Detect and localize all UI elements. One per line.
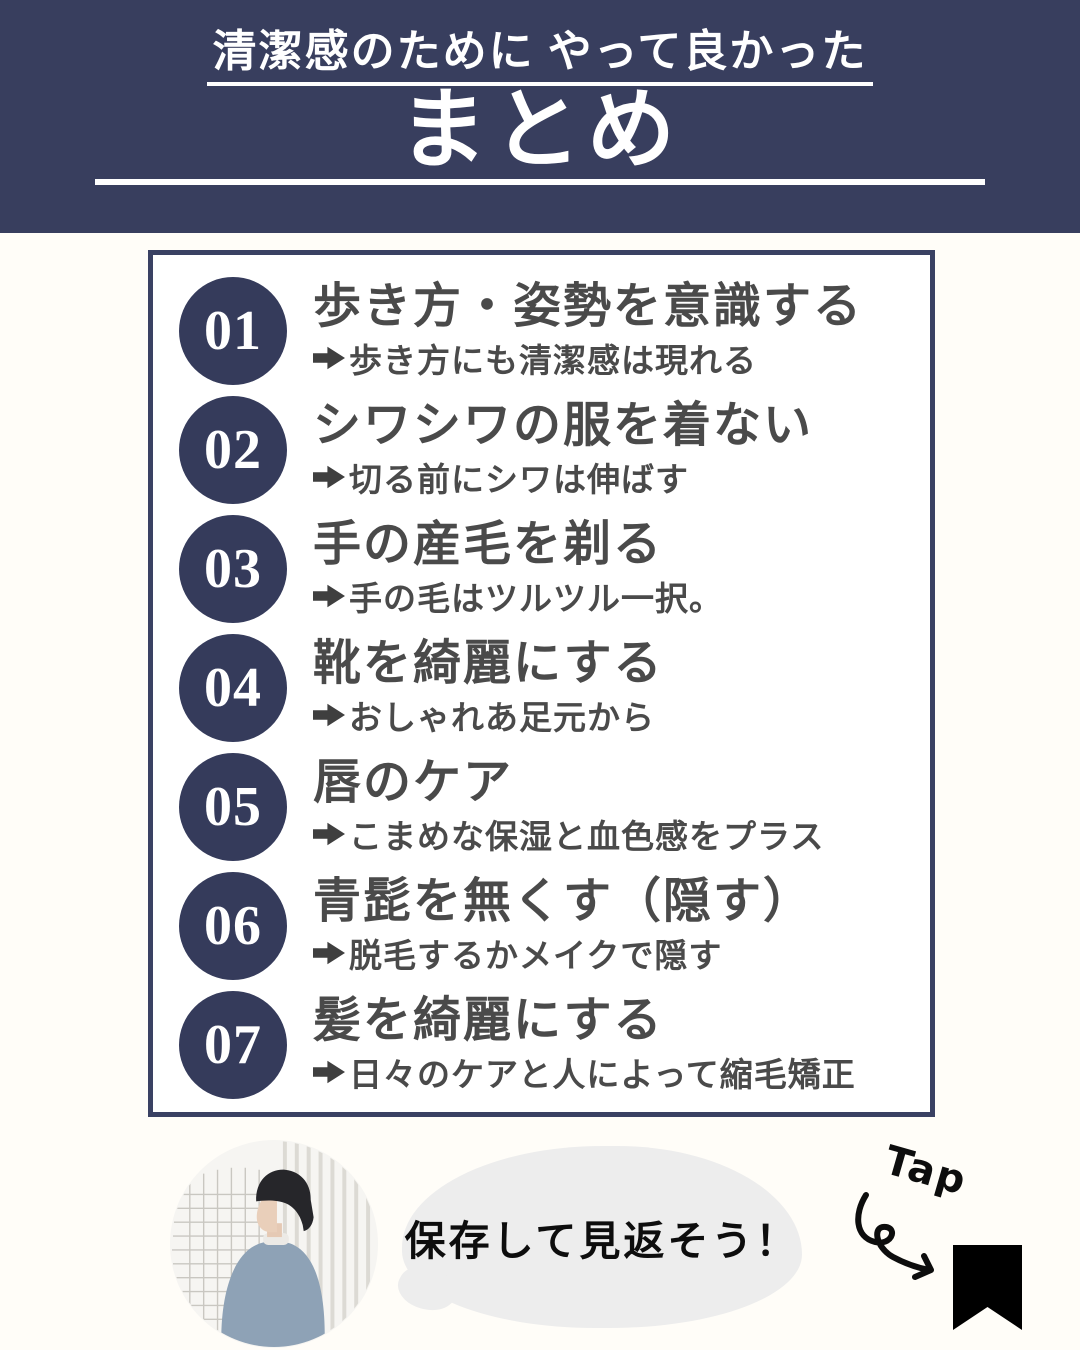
speech-bubble-text: 保存して見返そう！	[404, 1218, 800, 1264]
list-item: 05 唇のケア こまめな保湿と血色感をプラス	[153, 745, 930, 864]
item-number-badge: 03	[179, 514, 287, 623]
summary-list-box: 01 歩き方・姿勢を意識する 歩き方にも清潔感は現れる 02 シワシワの服を着な…	[148, 250, 935, 1117]
item-text: シワシワの服を着ない 切る前にシワは伸ばす	[313, 394, 813, 502]
list-item: 03 手の産毛を剃る 手の毛はツルツル一択。	[153, 507, 930, 626]
item-note: 歩き方にも清潔感は現れる	[313, 334, 863, 382]
avatar[interactable]	[170, 1140, 378, 1348]
bookmark-save-icon[interactable]	[953, 1245, 1022, 1330]
item-title: 髪を綺麗にする	[313, 993, 664, 1047]
item-number-badge: 04	[179, 633, 287, 742]
right-arrow-icon	[313, 585, 345, 608]
item-title: 手の産毛を剃る	[313, 517, 664, 571]
item-text: 髪を綺麗にする 日々のケアと人によって縮毛矯正	[313, 989, 856, 1097]
header-band: 清潔感のために やって良かった まとめ	[0, 0, 1080, 233]
item-note: 脱毛するかメイクで隠す	[313, 929, 813, 977]
item-title: 青髭を無くす（隠す）	[313, 874, 814, 928]
profile-photo-illustration	[170, 1140, 378, 1348]
right-arrow-icon	[313, 823, 345, 846]
item-note: こまめな保湿と血色感をプラス	[313, 810, 824, 858]
item-text: 唇のケア こまめな保湿と血色感をプラス	[313, 751, 824, 859]
item-note-text: 日々のケアと人によって縮毛矯正	[349, 1058, 856, 1095]
list-item: 01 歩き方・姿勢を意識する 歩き方にも清潔感は現れる	[153, 269, 930, 388]
speech-bubble: 保存して見返そう！	[402, 1146, 802, 1328]
item-title: 唇のケア	[313, 755, 514, 809]
right-arrow-icon	[313, 347, 345, 370]
item-text: 歩き方・姿勢を意識する 歩き方にも清潔感は現れる	[313, 275, 863, 383]
page-title: まとめ	[398, 83, 681, 181]
item-text: 手の産毛を剃る 手の毛はツルツル一択。	[313, 513, 723, 621]
curved-arrow-icon	[855, 1192, 934, 1280]
item-number-badge: 02	[179, 395, 287, 504]
item-note-text: 切る前にシワは伸ばす	[349, 463, 689, 500]
item-text: 靴を綺麗にする おしゃれあ足元から	[313, 632, 663, 740]
item-number-badge: 01	[179, 276, 287, 385]
item-note: 日々のケアと人によって縮毛矯正	[313, 1048, 856, 1096]
item-note-text: おしゃれあ足元から	[349, 701, 655, 738]
item-note: 切る前にシワは伸ばす	[313, 453, 813, 501]
item-note: 手の毛はツルツル一択。	[313, 572, 723, 620]
item-note-text: こまめな保湿と血色感をプラス	[349, 820, 825, 857]
item-note: おしゃれあ足元から	[313, 691, 663, 739]
list-item: 02 シワシワの服を着ない 切る前にシワは伸ばす	[153, 388, 930, 507]
list-item: 06 青髭を無くす（隠す） 脱毛するかメイクで隠す	[153, 864, 930, 983]
right-arrow-icon	[313, 942, 345, 965]
right-arrow-icon	[313, 1061, 345, 1084]
item-title: シワシワの服を着ない	[313, 398, 814, 452]
item-number-badge: 05	[179, 752, 287, 861]
item-number-badge: 06	[179, 871, 287, 980]
list-item: 04 靴を綺麗にする おしゃれあ足元から	[153, 626, 930, 745]
header-underline-rule	[95, 179, 985, 185]
item-note-text: 歩き方にも清潔感は現れる	[349, 344, 757, 381]
header-eyebrow: 清潔感のために やって良かった	[206, 27, 874, 87]
item-note-text: 脱毛するかメイクで隠す	[349, 939, 723, 976]
list-item: 07 髪を綺麗にする 日々のケアと人によって縮毛矯正	[153, 983, 930, 1102]
item-number-badge: 07	[179, 990, 287, 1099]
item-note-text: 手の毛はツルツル一択。	[349, 582, 723, 619]
right-arrow-icon	[313, 466, 345, 489]
item-title: 靴を綺麗にする	[313, 636, 664, 690]
item-title: 歩き方・姿勢を意識する	[313, 279, 864, 333]
right-arrow-icon	[313, 704, 345, 727]
item-text: 青髭を無くす（隠す） 脱毛するかメイクで隠す	[313, 870, 813, 978]
